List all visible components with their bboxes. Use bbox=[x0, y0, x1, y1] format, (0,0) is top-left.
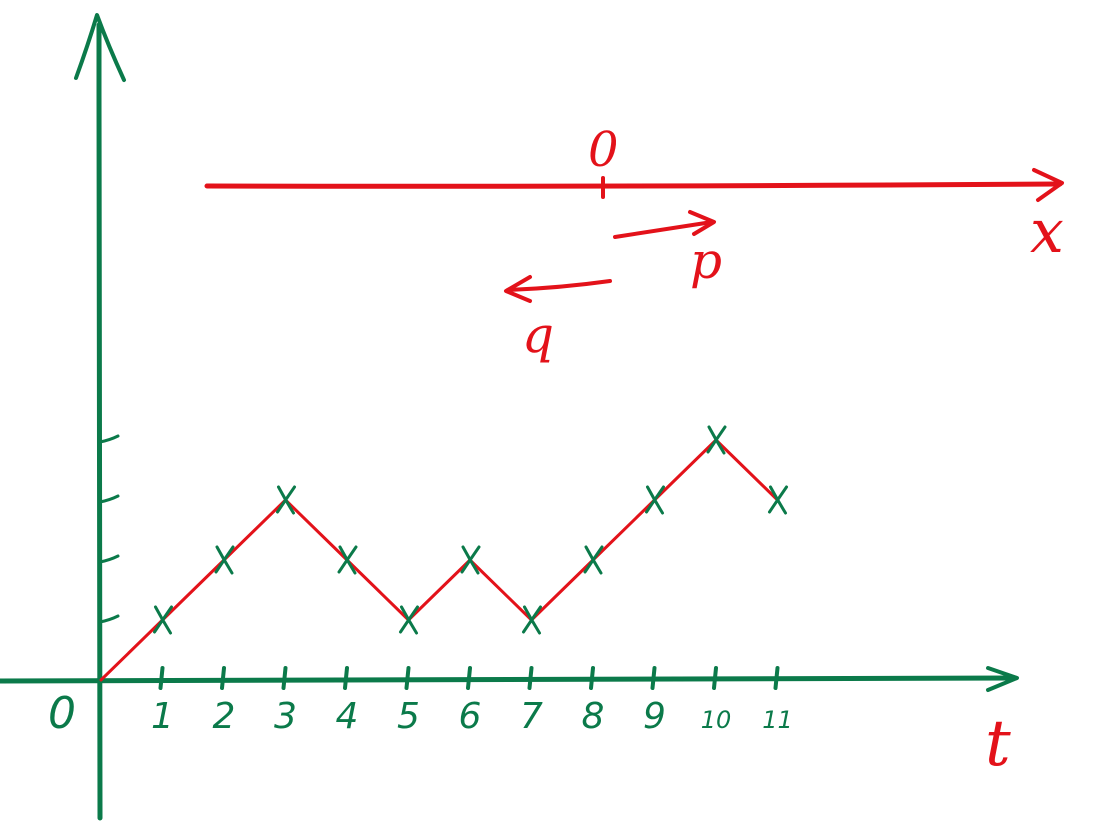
position-axis bbox=[204, 168, 1064, 202]
position-axis-label: x bbox=[1030, 197, 1064, 267]
time-tick-label: 2 bbox=[213, 696, 236, 737]
time-axis bbox=[0, 666, 1019, 692]
time-tick-label: 6 bbox=[459, 696, 482, 737]
time-tick-label: 9 bbox=[643, 696, 666, 737]
position-axis-origin-label: 0 bbox=[588, 122, 619, 178]
time-tick-label: 1 bbox=[151, 696, 174, 737]
time-tick bbox=[589, 666, 595, 690]
vertical-axis bbox=[74, 13, 126, 821]
time-tick-label: 11 bbox=[762, 706, 793, 734]
walk-point bbox=[460, 545, 481, 575]
walk-point bbox=[276, 485, 296, 515]
walk-point bbox=[153, 605, 173, 635]
time-tick bbox=[650, 666, 657, 690]
walk-point bbox=[706, 425, 727, 455]
vertical-axis-ticks bbox=[98, 434, 120, 624]
time-axis-origin-label: 0 bbox=[48, 688, 76, 739]
position-tick bbox=[98, 494, 120, 504]
time-tick-label: 4 bbox=[336, 696, 359, 737]
step-left-arrow bbox=[504, 275, 612, 303]
walk-points bbox=[153, 425, 788, 635]
time-tick bbox=[281, 666, 288, 690]
walk-point bbox=[583, 545, 604, 575]
time-tick-label: 5 bbox=[397, 696, 420, 737]
time-tick bbox=[220, 666, 226, 690]
walk-point bbox=[768, 485, 788, 515]
step-right-label: p bbox=[690, 232, 722, 290]
position-tick bbox=[98, 434, 120, 444]
position-tick bbox=[98, 614, 120, 624]
walk-point bbox=[522, 605, 542, 635]
time-tick bbox=[527, 666, 534, 690]
walk-path bbox=[99, 438, 779, 682]
position-tick bbox=[98, 554, 120, 564]
walk-point bbox=[214, 545, 235, 575]
walk-point bbox=[337, 545, 358, 575]
step-right-arrow bbox=[613, 210, 716, 239]
walk-point bbox=[645, 485, 665, 515]
time-axis-label: t bbox=[985, 707, 1011, 781]
step-left-label: q bbox=[522, 306, 554, 364]
time-tick-label: 10 bbox=[701, 706, 732, 734]
time-tick bbox=[773, 666, 780, 690]
time-tick bbox=[343, 666, 349, 690]
walk-point bbox=[399, 605, 419, 635]
time-tick bbox=[466, 666, 472, 690]
time-tick bbox=[712, 666, 718, 690]
time-tick bbox=[158, 666, 165, 690]
time-tick-label: 7 bbox=[520, 696, 543, 737]
time-tick-label: 3 bbox=[274, 696, 297, 737]
time-tick bbox=[404, 666, 411, 690]
time-tick-label: 8 bbox=[582, 696, 605, 737]
time-axis-ticks bbox=[158, 666, 780, 690]
